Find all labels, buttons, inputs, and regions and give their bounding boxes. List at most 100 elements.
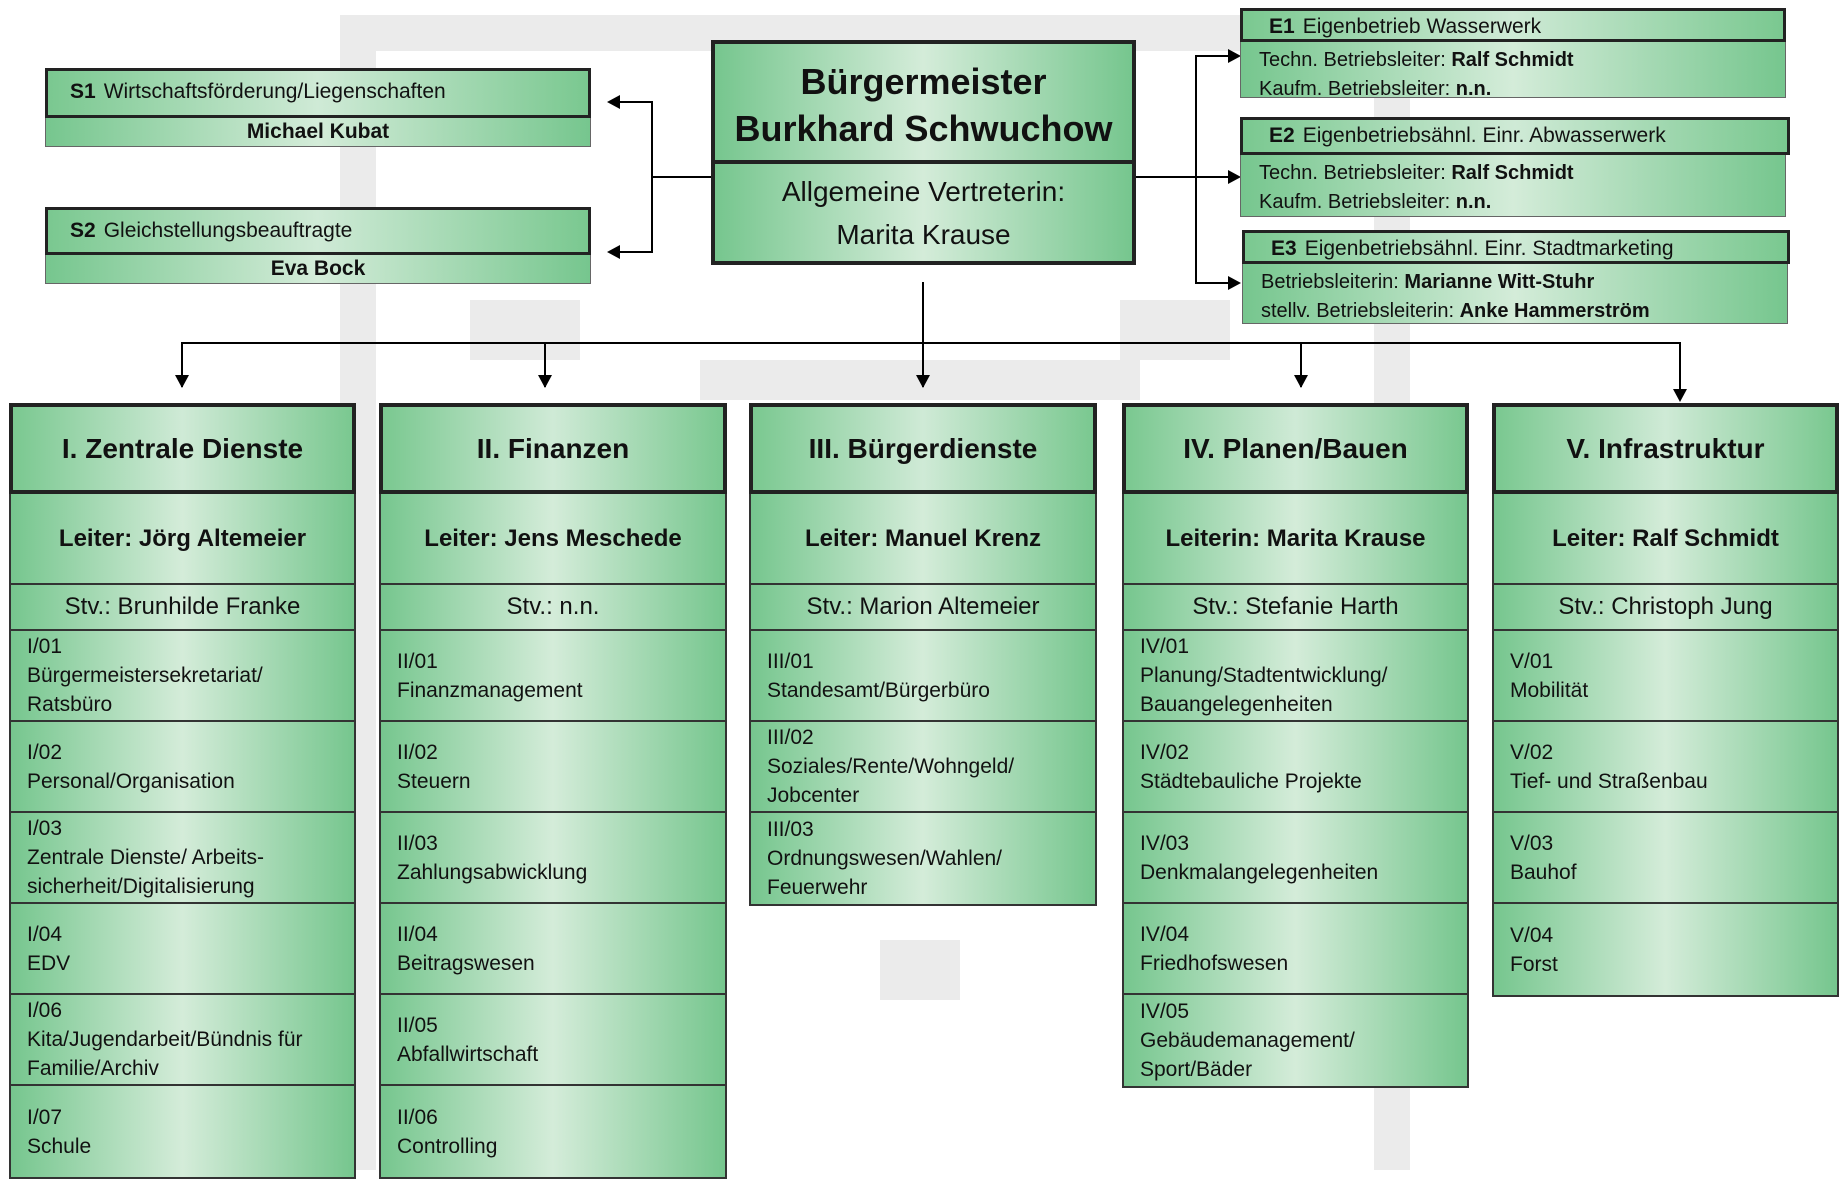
department-leiter: Leiterin: Marita Krause xyxy=(1124,494,1467,585)
enterprise-line1-label: Betriebsleiterin: xyxy=(1261,271,1405,293)
department-leiter: Leiter: Manuel Krenz xyxy=(751,494,1095,585)
unit-code: IV/02 xyxy=(1140,740,1190,764)
unit-name: Zentrale Dienste/ Arbeits- xyxy=(27,846,264,869)
enterprise-line2-name: Anke Hammerström xyxy=(1459,300,1650,322)
department-stv: Stv.: Christoph Jung xyxy=(1494,585,1837,631)
unit-code: III/02 xyxy=(767,726,814,749)
staff-title-text: Wirtschaftsförderung/Liegenschaften xyxy=(103,80,446,103)
unit-code: I/03 xyxy=(27,817,63,840)
unit-code: II/04 xyxy=(397,922,438,946)
unit-item: II/03 Zahlungsabwicklung xyxy=(381,813,725,904)
enterprise-line2-label: Kaufm. Betriebsleiter: xyxy=(1259,78,1456,100)
enterprise-line1-name: Ralf Schmidt xyxy=(1451,162,1574,184)
unit-name: Standesamt/Bürgerbüro xyxy=(767,678,990,702)
unit-name: Ordnungswesen/Wahlen/ xyxy=(767,847,1003,870)
enterprise-line1-label: Techn. Betriebsleiter: xyxy=(1259,162,1452,184)
unit-name: Steuern xyxy=(397,769,471,793)
unit-code: V/03 xyxy=(1510,831,1554,855)
staff-unit-title: S1 Wirtschaftsförderung/Liegenschaften xyxy=(45,68,591,118)
unit-code: IV/03 xyxy=(1140,831,1190,855)
department-leiter: Leiter: Jens Meschede xyxy=(381,494,725,585)
unit-name: Beitragswesen xyxy=(397,951,535,975)
staff-code: S2 xyxy=(70,219,96,242)
unit-code: III/01 xyxy=(767,649,814,673)
staff-unit-title: S2 Gleichstellungsbeauftragte xyxy=(45,207,591,255)
department-stv: Stv.: Marion Altemeier xyxy=(751,585,1095,631)
department-leiter: Leiter: Jörg Altemeier xyxy=(11,494,354,585)
unit-item: I/03 Zentrale Dienste/ Arbeits- sicherhe… xyxy=(11,813,354,904)
unit-name: Forst xyxy=(1510,952,1558,976)
unit-name: Familie/Archiv xyxy=(27,1057,159,1080)
unit-name: Tief- und Straßenbau xyxy=(1510,769,1708,793)
enterprise-body: Techn. Betriebsleiter: Ralf Schmidt Kauf… xyxy=(1240,42,1786,100)
enterprise-line2-label: Kaufm. Betriebsleiter: xyxy=(1259,191,1456,213)
enterprise-body: Techn. Betriebsleiter: Ralf Schmidt Kauf… xyxy=(1240,155,1786,217)
enterprise-title-text: Eigenbetrieb Wasserwerk xyxy=(1302,15,1542,38)
unit-item: V/03 Bauhof xyxy=(1494,813,1837,904)
unit-item: I/04 EDV xyxy=(11,904,354,995)
unit-item: IV/01 Planung/Stadtentwicklung/ Bauangel… xyxy=(1124,631,1467,722)
unit-name: Schule xyxy=(27,1134,92,1158)
enterprise-line2-name: n.n. xyxy=(1455,78,1492,100)
unit-name: Feuerwehr xyxy=(767,876,868,899)
unit-code: V/01 xyxy=(1510,649,1554,673)
unit-name: Zahlungsabwicklung xyxy=(397,860,588,884)
unit-item: I/07 Schule xyxy=(11,1086,354,1177)
unit-item: II/06 Controlling xyxy=(381,1086,725,1177)
department-title: V. Infrastruktur xyxy=(1492,403,1839,494)
staff-person: Eva Bock xyxy=(45,255,591,284)
unit-name: Bürgermeistersekretariat/ xyxy=(27,664,263,687)
department-title: I. Zentrale Dienste xyxy=(9,403,356,494)
unit-item: IV/03 Denkmalangelegenheiten xyxy=(1124,813,1467,904)
unit-code: II/06 xyxy=(397,1105,438,1129)
unit-code: IV/04 xyxy=(1140,922,1190,946)
unit-code: III/03 xyxy=(767,818,814,841)
deputy-label: Allgemeine Vertreterin: xyxy=(781,176,1066,207)
unit-code: I/07 xyxy=(27,1105,63,1129)
enterprise-line2-label: stellv. Betriebsleiterin: xyxy=(1261,300,1460,322)
department-column-4: IV. Planen/Bauen Leiterin: Marita Krause… xyxy=(1122,403,1469,1088)
mayor-name: Burkhard Schwuchow xyxy=(734,108,1113,149)
unit-item: III/01 Standesamt/Bürgerbüro xyxy=(751,631,1095,722)
unit-item: IV/05 Gebäudemanagement/ Sport/Bäder xyxy=(1124,995,1467,1086)
unit-item: III/03 Ordnungswesen/Wahlen/ Feuerwehr xyxy=(751,813,1095,904)
unit-item: II/04 Beitragswesen xyxy=(381,904,725,995)
enterprise-code: E3 xyxy=(1271,237,1297,260)
unit-item: I/01 Bürgermeistersekretariat/ Ratsbüro xyxy=(11,631,354,722)
unit-name: Planung/Stadtentwicklung/ xyxy=(1140,664,1388,687)
unit-item: V/02 Tief- und Straßenbau xyxy=(1494,722,1837,813)
deputy-name: Marita Krause xyxy=(836,219,1011,250)
unit-item: IV/04 Friedhofswesen xyxy=(1124,904,1467,995)
unit-name: Kita/Jugendarbeit/Bündnis für xyxy=(27,1028,303,1051)
department-title: II. Finanzen xyxy=(379,403,727,494)
department-column-1: I. Zentrale Dienste Leiter: Jörg Altemei… xyxy=(9,403,356,1179)
unit-code: I/06 xyxy=(27,999,63,1022)
unit-code: II/03 xyxy=(397,831,438,855)
staff-title-text: Gleichstellungsbeauftragte xyxy=(103,219,353,242)
staff-code: S1 xyxy=(70,80,96,103)
unit-item: V/01 Mobilität xyxy=(1494,631,1837,722)
staff-person: Michael Kubat xyxy=(45,118,591,147)
unit-name: Städtebauliche Projekte xyxy=(1140,769,1362,793)
mayor-title: Bürgermeister xyxy=(800,61,1047,102)
department-column-3: III. Bürgerdienste Leiter: Manuel Krenz … xyxy=(749,403,1097,906)
unit-code: I/01 xyxy=(27,635,63,658)
enterprise-line1-name: Ralf Schmidt xyxy=(1451,49,1574,71)
mayor-header: Bürgermeister Burkhard Schwuchow xyxy=(715,44,1132,164)
department-leiter: Leiter: Ralf Schmidt xyxy=(1494,494,1837,585)
enterprise-code: E2 xyxy=(1269,124,1295,147)
unit-name: Soziales/Rente/Wohngeld/ xyxy=(767,755,1015,778)
unit-name: EDV xyxy=(27,951,71,975)
unit-item: II/01 Finanzmanagement xyxy=(381,631,725,722)
enterprise-line1-label: Techn. Betriebsleiter: xyxy=(1259,49,1452,71)
unit-code: II/05 xyxy=(397,1013,438,1037)
unit-code: I/02 xyxy=(27,740,63,764)
unit-name: Denkmalangelegenheiten xyxy=(1140,860,1379,884)
unit-name: Gebäudemanagement/ xyxy=(1140,1029,1355,1052)
unit-item: V/04 Forst xyxy=(1494,904,1837,995)
unit-name: Mobilität xyxy=(1510,678,1589,702)
unit-code: IV/05 xyxy=(1140,1000,1190,1023)
unit-code: V/04 xyxy=(1510,923,1554,947)
